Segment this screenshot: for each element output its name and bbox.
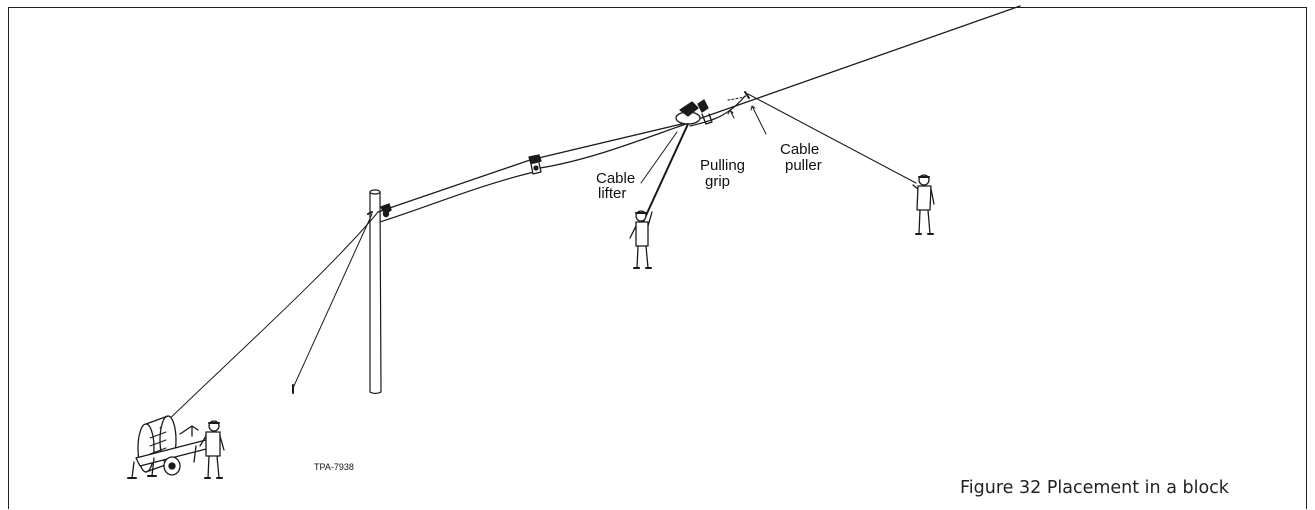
label-cable-puller-line2: puller	[785, 157, 822, 174]
figure-caption: Figure 32 Placement in a block	[960, 478, 1229, 498]
puller-rope	[747, 93, 917, 184]
drawing-code: TPA-7938	[314, 462, 354, 472]
cable-lifter-device	[675, 99, 713, 125]
guy-lines	[159, 211, 379, 429]
placed-cable	[379, 95, 746, 223]
label-pulling-grip-line1: Pulling	[700, 157, 745, 174]
leader-lines	[640, 105, 767, 184]
utility-pole	[367, 189, 382, 395]
label-pulling-grip-line2: grip	[705, 173, 730, 190]
cable-reel-trailer	[127, 415, 211, 479]
label-cable-lifter-line2: lifter	[598, 185, 626, 202]
label-cable-puller-line1: Cable	[780, 141, 819, 158]
cable-block-mid	[528, 154, 542, 175]
messenger-strand	[377, 5, 1021, 213]
worker-at-reel	[199, 420, 225, 479]
pole-block	[380, 203, 392, 218]
worker-with-lifter	[629, 210, 653, 269]
label-cable-lifter-line1: Cable	[596, 170, 635, 187]
worker-pulling	[912, 174, 935, 235]
pulling-grip	[727, 91, 750, 101]
figure-frame	[8, 7, 1307, 509]
lifter-pole	[642, 123, 689, 223]
